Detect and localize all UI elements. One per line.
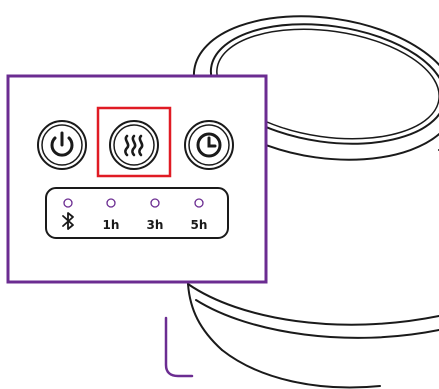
heat-button[interactable]	[109, 120, 159, 170]
indicator-label-3h: 3h	[147, 218, 164, 232]
device-body-lower-left	[187, 283, 223, 351]
device-base-band-top	[187, 283, 439, 326]
led-bluetooth	[63, 198, 73, 208]
led-5h	[194, 198, 204, 208]
led-3h	[150, 198, 160, 208]
timer-button[interactable]	[184, 120, 234, 170]
bluetooth-icon	[62, 212, 74, 230]
device-base-band-bottom	[195, 299, 439, 339]
device-top-rim-outer	[192, 15, 439, 161]
power-icon	[50, 131, 74, 157]
callout-frame	[6, 74, 268, 284]
indicator-panel	[45, 187, 229, 239]
device-bottom-curve	[221, 349, 381, 389]
indicator-label-1h: 1h	[103, 218, 120, 232]
device-top-rim-inner	[209, 23, 439, 145]
led-1h	[106, 198, 116, 208]
device-illustration	[183, 15, 439, 389]
callout-leader-line	[164, 316, 194, 378]
indicator-label-5h: 5h	[191, 218, 208, 232]
heat-button-highlight	[96, 106, 172, 178]
clock-icon	[196, 132, 222, 158]
power-button[interactable]	[37, 120, 87, 170]
heat-waves-icon	[124, 134, 144, 157]
